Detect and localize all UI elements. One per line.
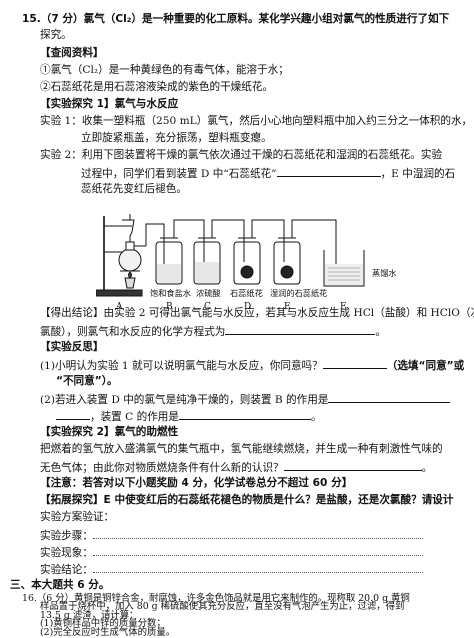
period-mark: 。: [311, 411, 322, 423]
letter-a: A: [116, 302, 123, 312]
letter-d: D: [244, 302, 252, 312]
experiment1-line2: 立即旋紧瓶盖，充分振荡，塑料瓶变瘪。: [81, 132, 272, 144]
letter-c: C: [204, 302, 211, 312]
reflection-q1-hint: （选填“同意”或: [386, 360, 465, 372]
reference-item-2: ②石蕊纸花是用石蕊溶液染成的紫色的干燥纸花。: [40, 81, 274, 93]
period-mark: 。: [375, 326, 386, 338]
experiment2-line2-text: 过程中，同学们看到装置 D 中“石蕊纸花”: [81, 168, 277, 180]
reflection-q1-text: (1)小明认为实验 1 就可以说明氯气能与水反应，你同意吗？: [40, 360, 323, 372]
answer-blank-equation[interactable]: [225, 323, 376, 335]
reflection-q2-text: (2)若进入装置 D 中的氯气是纯净干燥的，则装置 B 的作用是: [40, 394, 329, 406]
conclusion-line1: 【得出结论】由实验 2 可得出氯气能与水反应，若其与水反应生成 HCl（盐酸）和…: [40, 307, 474, 319]
experiment-steps: 实验步骤：: [40, 527, 423, 545]
bonus-note: 【注意：若答对以下小题奖励 4 分，化学试卷总分不超过 60 分】: [40, 477, 353, 489]
label-saturated-brine: 饱和食盐水: [150, 288, 191, 298]
experiment1-line1: 实验 1：收集一塑料瓶（250 mL）氯气，然后小心地向塑料瓶中加入约三分之一体…: [40, 115, 473, 127]
reflection-q2-tail: ，装置 C 的作用是: [90, 411, 179, 423]
experiment3-line1: 把燃着的氢气放入盛满氯气的集气瓶中，氢气能继续燃烧，并生成一种有刺激性气味的: [40, 443, 443, 455]
reflection-q2-line2: ，装置 C 的作用是 。: [56, 408, 322, 426]
phenomenon-label: 实验现象：: [40, 547, 93, 559]
experiment3-line2: 无色气体；由此你对物质燃烧条件有什么新的认识？ 。: [40, 459, 432, 477]
extension-line2: 实验方案验证：: [40, 511, 115, 523]
letter-b: B: [166, 302, 173, 312]
reflection-q1: (1)小明认为实验 1 就可以说明氯气能与水反应，你同意吗？ （选填“同意”或: [40, 357, 464, 375]
label-litmus-flower: 石蕊纸花: [230, 288, 263, 298]
extension-line1: 【拓展探究】E 中使变红后的石蕊纸花褪色的物质是什么？是盐酸，还是次氯酸？请设计: [40, 493, 453, 509]
label-distilled-water: 蒸馏水: [372, 268, 397, 278]
answer-blank-agree[interactable]: [322, 357, 387, 369]
reference-heading: 【查阅资料】: [40, 47, 104, 59]
experiment2-line2-tail: ，E 中湿润的石: [380, 168, 456, 180]
experiment2-line1: 实验 2：利用下图装置将干燥的氯气依次通过干燥的石蕊纸花和湿润的石蕊纸花。实验: [40, 149, 443, 161]
answer-blank-combustion[interactable]: [283, 459, 422, 471]
experiment3-heading: 【实验探究 2】氯气的助燃性: [40, 426, 179, 438]
q15-title-line1: 15.（7 分）氯气（Cl₂）是一种重要的化工原料。某化学兴趣小组对氯气的性质进…: [22, 13, 450, 25]
steps-label: 实验步骤：: [40, 530, 93, 542]
q16-line-5: (2)完全反应时生成气体的质量。: [40, 626, 176, 638]
period-mark: 。: [421, 462, 433, 474]
answer-line-phenomenon[interactable]: [92, 544, 423, 556]
answer-blank-d-observation[interactable]: [276, 165, 381, 177]
section-three-heading: 三、本大题共 6 分。: [10, 579, 110, 591]
reflection-heading: 【实验反思】: [40, 341, 104, 353]
apparatus-diagram: 蒸馏水 饱和食盐水 浓硫酸 石蕊纸花 湿润的石蕊纸花 A B C D E F: [96, 212, 426, 320]
experiment1-heading: 【实验探究 1】氯气与水反应: [40, 98, 179, 110]
q15-title-line2: 探究。: [40, 29, 72, 41]
conclusion-label: 实验结论：: [40, 564, 93, 576]
label-wet-litmus-flower: 湿润的石蕊纸花: [270, 288, 328, 298]
extension-tag: 【拓展探究】E 中使变红后的石蕊纸花褪色的物质是什么？是盐酸，还是次氯酸？请设计: [40, 494, 454, 506]
experiment3-line2-text: 无色气体；由此你对物质燃烧条件有什么新的认识？: [40, 462, 284, 474]
label-conc-sulfuric-acid: 浓硫酸: [196, 288, 221, 298]
answer-blank-device-b[interactable]: [328, 391, 451, 403]
experiment2-line3: 蕊纸花先变红后褪色。: [81, 183, 187, 195]
letter-f: F: [340, 302, 347, 312]
answer-line-conclusion[interactable]: [92, 561, 423, 573]
answer-line-steps[interactable]: [92, 527, 423, 539]
q16-line-3: 13.5 g 滤渣，请计算：: [40, 609, 139, 621]
answer-blank-device-b-end[interactable]: [56, 408, 90, 420]
q16-line-4: (1)黄铜样品中锌的质量分数；: [40, 618, 166, 630]
experiment-phenomenon: 实验现象：: [40, 544, 423, 562]
conclusion-line2-text: 氯酸），则氯气和水反应的化学方程式为: [40, 326, 226, 338]
q16-line-2: 样品置于烧杯中，加入 80 g 稀硫酸使其充分反应，直至没有气泡产生为止，过滤，…: [40, 601, 405, 613]
experiment-conclusion: 实验结论：: [40, 561, 423, 579]
experiment2-line2: 过程中，同学们看到装置 D 中“石蕊纸花” ，E 中湿润的石: [81, 165, 455, 183]
letter-e: E: [284, 302, 291, 312]
reflection-q2: (2)若进入装置 D 中的氯气是纯净干燥的，则装置 B 的作用是: [40, 391, 451, 409]
apparatus-drawing: [96, 214, 365, 297]
answer-blank-device-c[interactable]: [179, 408, 311, 420]
conclusion-line2: 氯酸），则氯气和水反应的化学方程式为 。: [40, 323, 386, 341]
q16-line-1: 16.（6 分）黄铜是铜锌合金，耐腐蚀，许多金色饰品就是用它来制作的。现称取 2…: [22, 593, 410, 604]
reflection-q1-hint-end: “不同意”）。: [56, 375, 118, 387]
reference-item-1: ①氯气（Cl₂）是一种黄绿色的有毒气体，能溶于水；: [40, 64, 289, 76]
